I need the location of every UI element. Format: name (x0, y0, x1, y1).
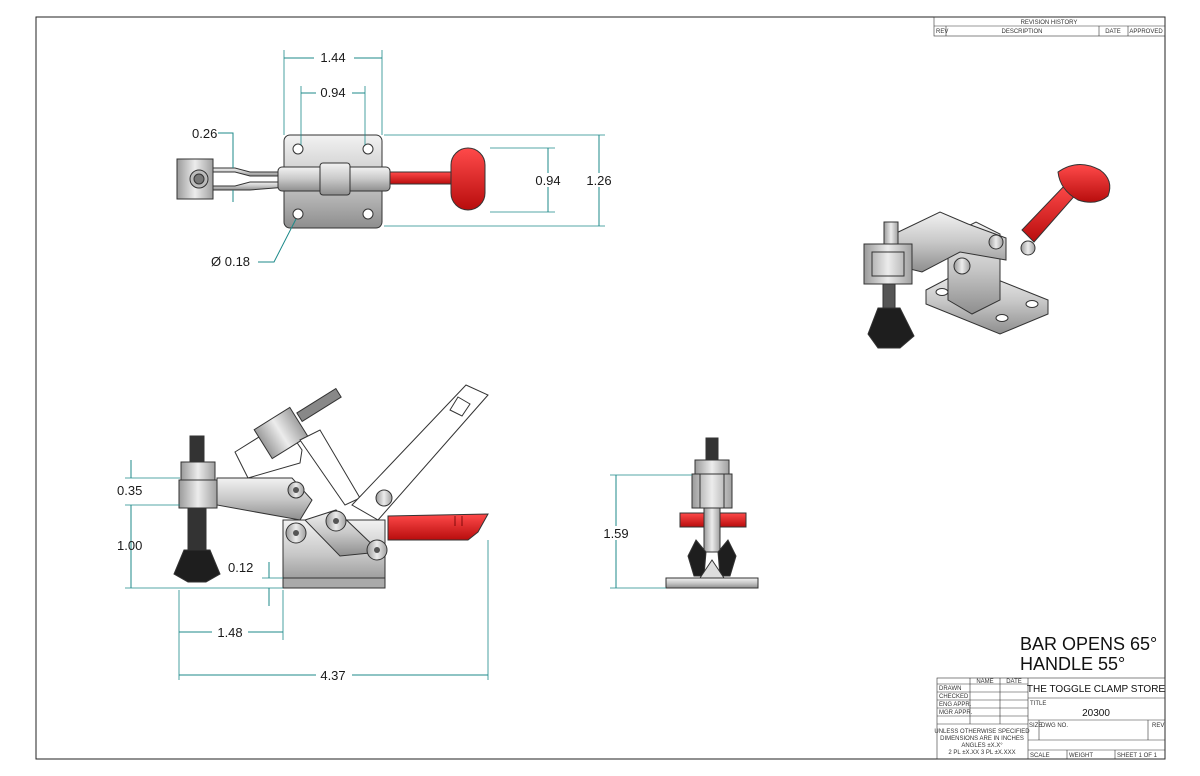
dim-1-59: 1.59 (603, 526, 628, 541)
dim-1-26: 1.26 (586, 173, 611, 188)
side-view (173, 384, 489, 589)
side-view-dimensions: 0.35 1.00 0.12 1.48 4.37 (117, 460, 489, 683)
dim-0-94-side: 0.94 (535, 173, 560, 188)
dim-dia-0-18: Ø 0.18 (211, 254, 250, 269)
eng-appr-label: ENG APPR. (939, 702, 972, 708)
rev-label: REV (1152, 723, 1164, 729)
revision-history-label: REVISION HISTORY (1021, 20, 1078, 26)
rev-col-label: REV (936, 29, 948, 35)
sheet-border (35, 16, 1166, 760)
dim-0-12: 0.12 (228, 560, 253, 575)
size-label: SIZE (1029, 723, 1042, 729)
desc-col-label: DESCRIPTION (1001, 29, 1042, 35)
note-bar-opens: BAR OPENS 65° (1020, 634, 1157, 654)
weight-label: WEIGHT (1069, 753, 1093, 759)
dim-4-37: 4.37 (320, 668, 345, 683)
company-name: THE TOGGLE CLAMP STORE (1027, 684, 1166, 695)
title-field-label: TITLE (1030, 701, 1046, 707)
dim-1-48: 1.48 (217, 625, 242, 640)
note-handle: HANDLE 55° (1020, 654, 1125, 674)
revision-history-table: REVISION HISTORY REV DESCRIPTION DATE AP… (933, 16, 1166, 37)
title-block: NAME DATE DRAWN CHECKED ENG APPR. MGR AP… (934, 677, 1166, 760)
tolerance-line-4: 2 PL ±X.XX 3 PL ±X.XXX (948, 750, 1015, 756)
top-view (176, 134, 486, 229)
isometric-view (863, 164, 1111, 349)
name-col-label: NAME (976, 679, 993, 685)
dim-0-94-top: 0.94 (320, 85, 345, 100)
front-view (665, 437, 759, 589)
mgr-appr-label: MGR APPR. (939, 710, 973, 716)
tolerance-line-1: UNLESS OTHERWISE SPECIFIED (934, 729, 1030, 735)
scale-label: SCALE (1030, 753, 1050, 759)
top-view-dimensions: 1.44 0.94 0.26 0.94 1.26 Ø 0.18 (192, 50, 618, 269)
drawn-label: DRAWN (939, 686, 961, 692)
dim-1-00: 1.00 (117, 538, 142, 553)
dim-0-35: 0.35 (117, 483, 142, 498)
tolerance-line-2: DIMENSIONS ARE IN INCHES (940, 736, 1024, 742)
approved-col-label: APPROVED (1129, 29, 1163, 35)
front-view-dimensions: 1.59 (600, 474, 692, 589)
dim-0-26: 0.26 (192, 126, 217, 141)
tolerance-line-3: ANGLES ±X.X° (961, 743, 1003, 749)
checked-label: CHECKED (939, 694, 969, 700)
dim-1-44: 1.44 (320, 50, 345, 65)
date-col-label: DATE (1105, 29, 1121, 35)
sheet-label: SHEET 1 OF 1 (1117, 753, 1158, 759)
part-number: 20300 (1082, 708, 1110, 719)
dwg-no-label: DWG NO. (1041, 723, 1068, 729)
date-col2-label: DATE (1006, 679, 1022, 685)
